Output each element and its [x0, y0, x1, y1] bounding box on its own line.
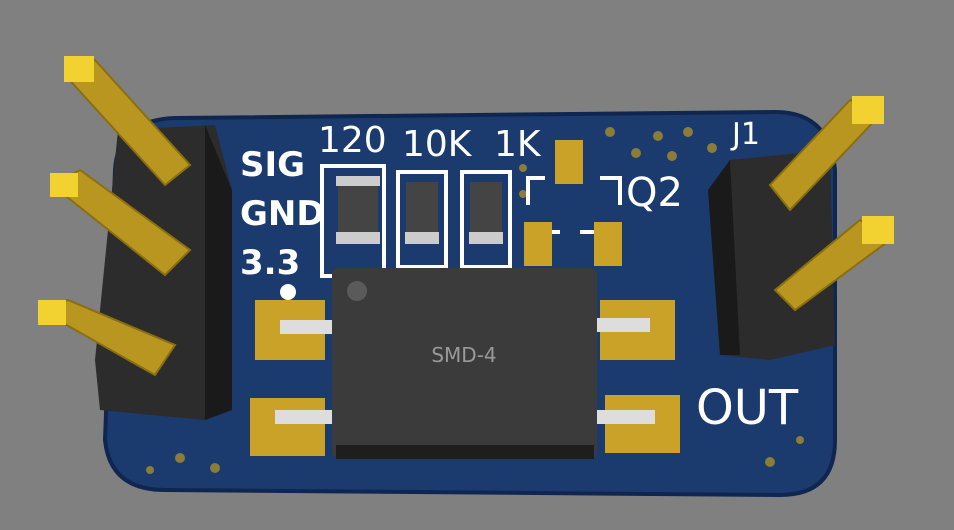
q2-footprint: [524, 140, 622, 266]
label-gnd: GND: [240, 194, 325, 234]
label-q2: Q2: [626, 170, 683, 216]
pin1-marker: [280, 284, 296, 300]
ic-smd4: SMD-4: [332, 268, 597, 459]
ic-label: SMD-4: [431, 343, 496, 367]
label-sig: SIG: [240, 145, 305, 185]
label-3v3: 3.3: [240, 243, 300, 283]
label-out: OUT: [696, 380, 799, 436]
vias: [146, 127, 804, 474]
header-left: [37, 56, 232, 420]
label-j1: J1: [730, 117, 760, 152]
label-r-120: 120: [318, 120, 387, 161]
resistor-10k: [396, 170, 448, 269]
label-r-1k: 1K: [494, 124, 542, 165]
resistor-120: [320, 164, 386, 278]
resistor-1k: [460, 170, 512, 269]
label-r-10k: 10K: [402, 124, 473, 165]
ic-leads: [275, 318, 655, 424]
header-right: [708, 96, 894, 360]
